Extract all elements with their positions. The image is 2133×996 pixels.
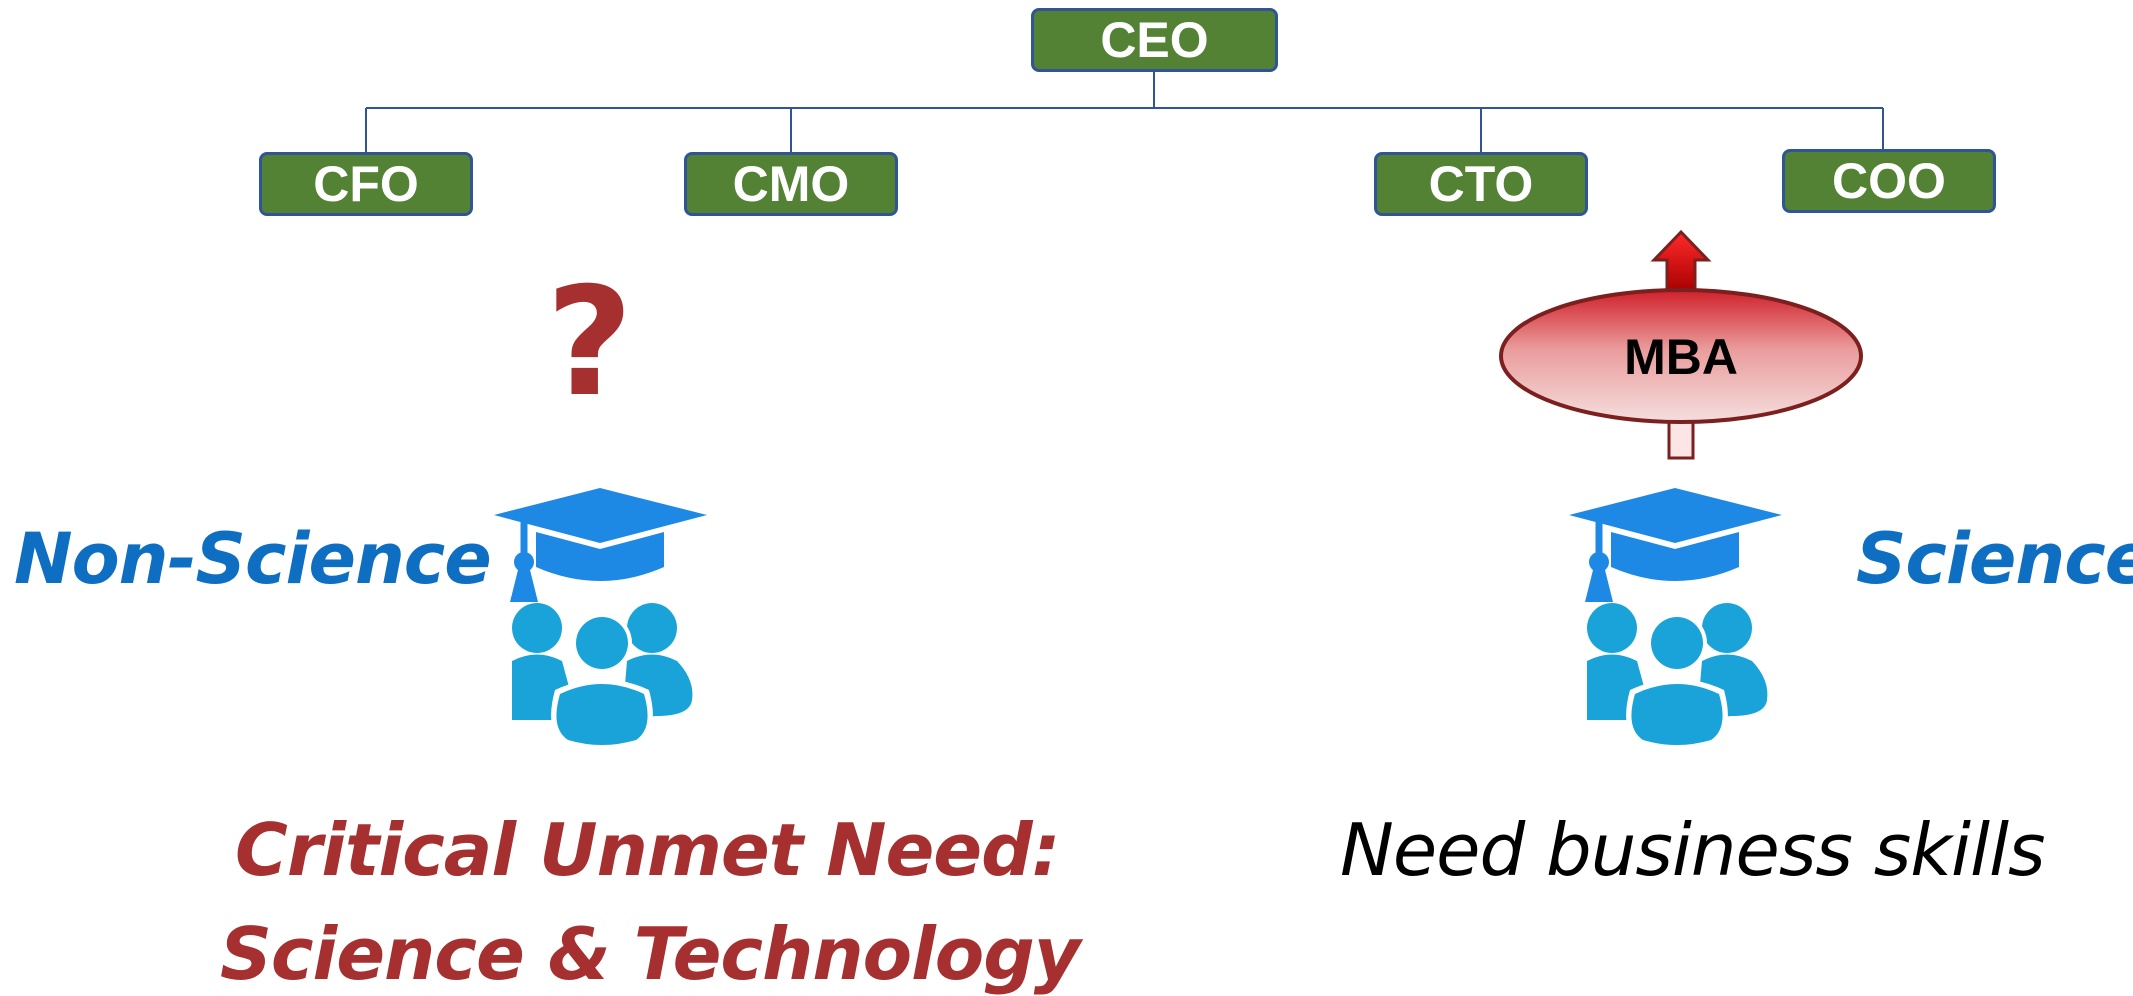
coo-label: COO — [1832, 153, 1946, 209]
graduate-group-icon — [1569, 488, 1782, 749]
cfo-label: CFO — [313, 156, 419, 212]
mba-ellipse — [1499, 288, 1863, 424]
cfo-box: CFO — [259, 152, 473, 216]
ceo-label: CEO — [1100, 12, 1209, 68]
graduate-group-icon — [494, 488, 707, 749]
cto-box: CTO — [1374, 152, 1588, 216]
business-skills-need: Need business skills — [1340, 808, 2045, 892]
cmo-label: CMO — [732, 156, 850, 212]
question-mark: ? — [546, 256, 634, 430]
unmet-need-line1: Critical Unmet Need: — [235, 808, 1060, 892]
science-label: Science — [1856, 518, 2133, 600]
ceo-box: CEO — [1031, 8, 1278, 72]
non-science-label: Non-Science — [14, 518, 492, 600]
cmo-box: CMO — [684, 152, 898, 216]
mba-label: MBA — [1624, 329, 1738, 385]
cto-label: CTO — [1428, 156, 1534, 212]
unmet-need-line2: Science & Technology — [220, 912, 1081, 996]
coo-box: COO — [1782, 149, 1996, 213]
